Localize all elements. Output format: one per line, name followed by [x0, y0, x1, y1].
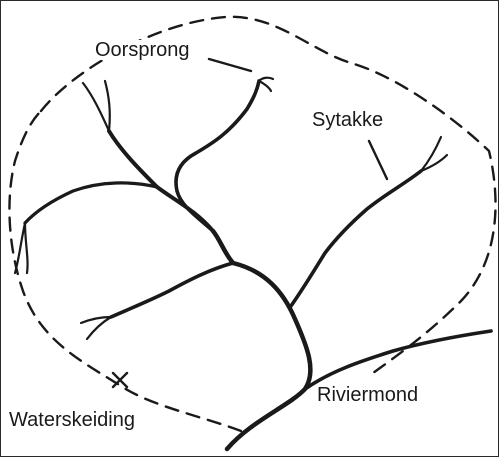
river-lower-left-branch	[109, 261, 235, 319]
source-pointer	[207, 57, 253, 73]
river-right-tributary	[289, 169, 423, 308]
river-main-trunk	[210, 228, 313, 452]
river-far-left-fork	[13, 221, 29, 275]
river-lower-left-fork	[79, 315, 113, 341]
tributary-label: Sytakke	[312, 109, 384, 131]
watershed-boundary	[8, 15, 497, 433]
tributary-pointer	[367, 139, 389, 181]
river-right-fork	[419, 135, 449, 173]
mouth-label: Riviermond	[317, 384, 419, 406]
watershed-label: Waterskeiding	[9, 409, 135, 431]
river-centre-branch	[174, 79, 261, 233]
source-label: Oorsprong	[95, 39, 190, 61]
river-far-left-branch	[23, 181, 159, 225]
watershed-cross-icon	[111, 371, 129, 389]
river-mouth-branch	[303, 329, 493, 391]
river-source-fork	[257, 76, 275, 93]
river-left-fork	[81, 79, 111, 133]
